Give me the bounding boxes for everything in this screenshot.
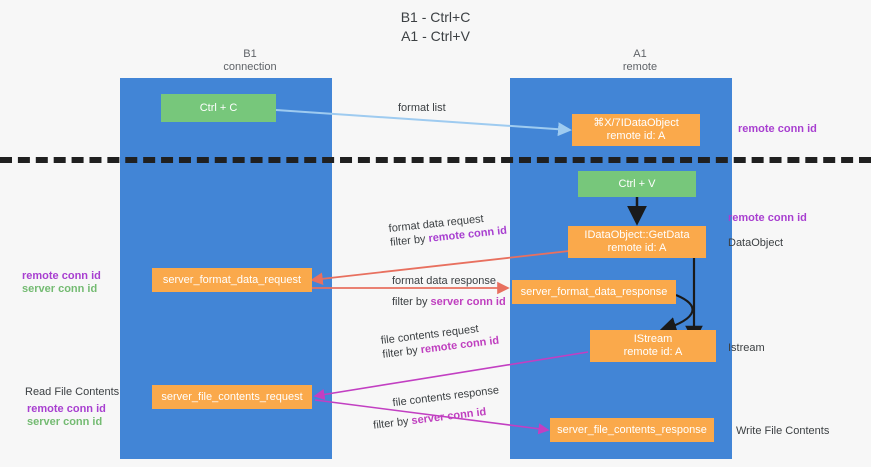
edge-label-file-contents-request: file contents request filter by remote c… xyxy=(380,320,500,362)
filter-prefix: filter by xyxy=(389,232,430,249)
annotation-write-file-contents: Write File Contents xyxy=(736,425,830,437)
annotation-left-bot-server-conn-id: server conn id xyxy=(27,416,103,428)
annotation-read-file-contents: Read File Contents xyxy=(25,386,120,398)
annotation-left-mid-remote-conn-id: remote conn id xyxy=(22,270,101,282)
edge-label-format-data-response-line2: filter by server conn id xyxy=(392,295,506,309)
edge-label-format-list-line1: format list xyxy=(398,102,446,114)
node-idataobject-remote[interactable]: ⌘Х/7IDataObject remote id: A xyxy=(572,114,700,146)
column-header-a1: A1 remote xyxy=(622,48,658,73)
node-server-format-data-response[interactable]: server_format_data_response xyxy=(512,280,676,304)
annotation-left-mid-server-conn-id: server conn id xyxy=(22,283,98,295)
annotation-right-getdata-remote-conn-id: remote conn id xyxy=(728,212,807,224)
node-istream[interactable]: IStream remote id: A xyxy=(590,330,716,362)
edge-label-format-list: format list xyxy=(398,101,446,115)
column-header-b1: B1 connection xyxy=(223,48,277,73)
edge-label-format-data-response: format data response filter by server co… xyxy=(392,274,506,309)
edge-label-format-data-request: format data request filter by remote con… xyxy=(388,210,508,250)
node-server-file-contents-response[interactable]: server_file_contents_response xyxy=(550,418,714,442)
node-server-file-contents-request[interactable]: server_file_contents_request xyxy=(152,385,312,409)
node-server-format-data-request[interactable]: server_format_data_request xyxy=(152,268,312,292)
filter-term-server-conn-id: server conn id xyxy=(410,405,487,428)
annotation-left-bot-remote-conn-id: remote conn id xyxy=(27,403,106,415)
filter-prefix: filter by xyxy=(372,415,413,432)
annotation-dataobject: DataObject xyxy=(728,237,784,249)
node-ctrl-c[interactable]: Ctrl + C xyxy=(161,94,276,122)
filter-term-server-conn-id: server conn id xyxy=(430,296,506,308)
annotation-istream: Istream xyxy=(728,342,765,354)
edge-label-file-contents-response-line2: filter by server conn id xyxy=(372,403,502,433)
node-ctrl-v[interactable]: Ctrl + V xyxy=(578,171,696,197)
annotation-right-top-remote-conn-id: remote conn id xyxy=(738,123,817,135)
filter-prefix: filter by xyxy=(381,344,422,361)
node-idataobject-getdata[interactable]: IDataObject::GetData remote id: A xyxy=(568,226,706,258)
filter-prefix: filter by xyxy=(392,296,431,308)
edge-label-format-data-response-line1: format data response xyxy=(392,275,496,287)
diagram-title: B1 - Ctrl+C A1 - Ctrl+V xyxy=(400,9,471,44)
section-divider xyxy=(0,157,871,163)
edge-label-file-contents-response: file contents response filter by server … xyxy=(370,383,502,432)
